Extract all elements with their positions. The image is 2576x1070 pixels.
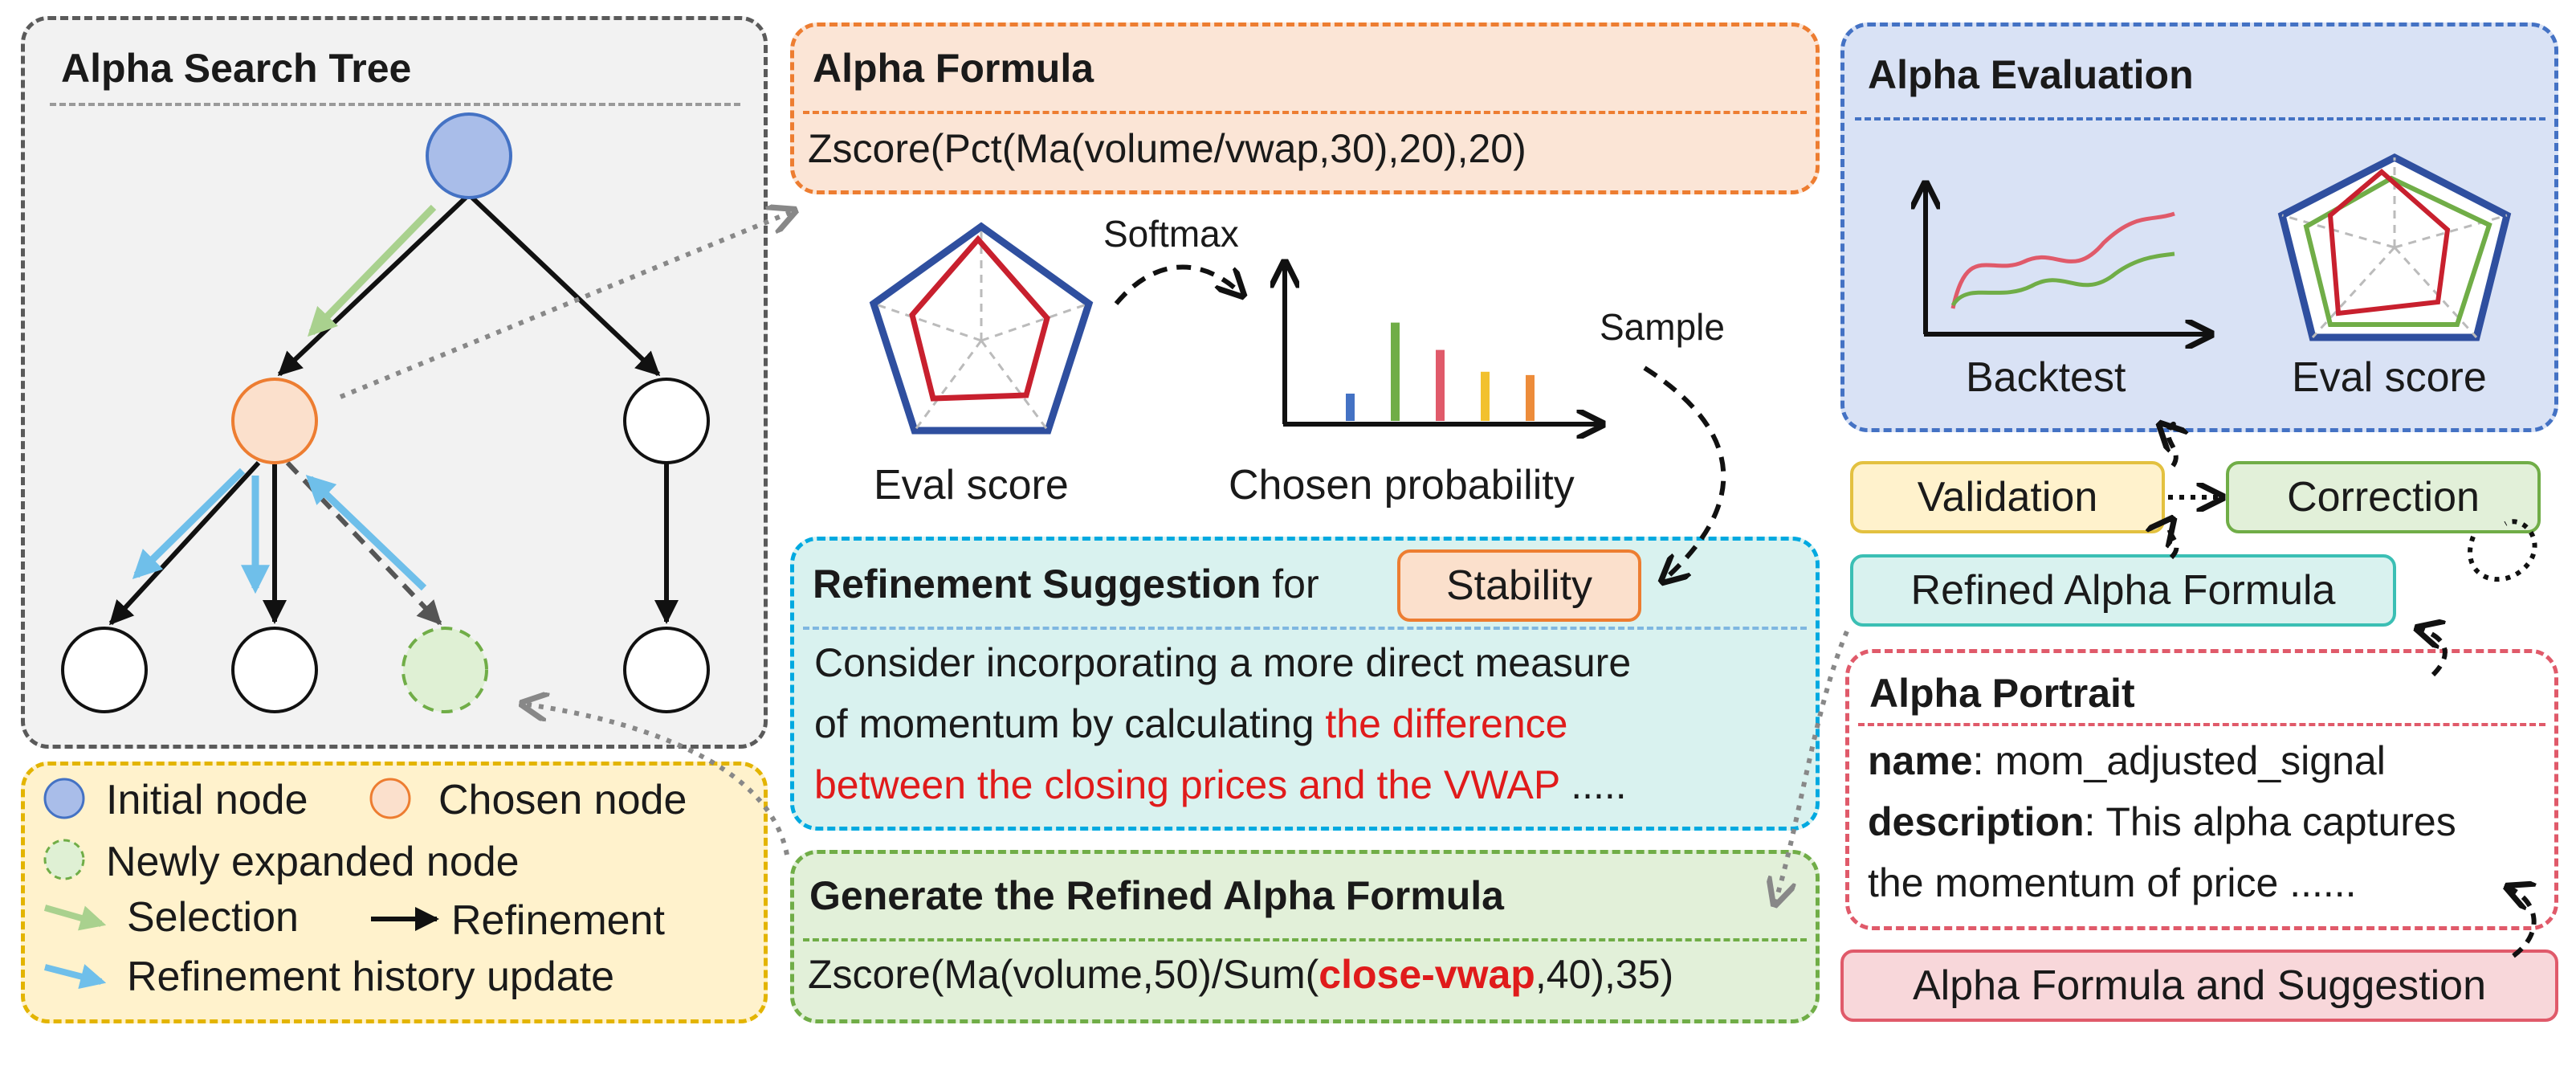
refined-formula-highlight: close-vwap — [1319, 952, 1535, 997]
tree-node-leaf-1 — [61, 627, 148, 713]
suggestion-highlight-a: the difference — [1325, 701, 1568, 746]
portrait-desc-line-2: the momentum of price ...... — [1868, 860, 2357, 905]
portrait-title: Alpha Portrait — [1869, 671, 2135, 716]
radar-score-polygon — [909, 235, 1050, 402]
legend-chosen-icon — [369, 778, 411, 819]
legend-refinement-label: Refinement — [451, 897, 665, 944]
selection-arrow — [307, 204, 437, 337]
arrow-refined-to-validation — [2170, 519, 2179, 560]
tree-title-divider — [50, 103, 740, 106]
dotted-generate-to-new-node — [522, 704, 789, 856]
backtest-green-line — [1950, 251, 2175, 307]
edge-root-to-chosen — [277, 195, 468, 377]
newly-expanded-node — [401, 627, 488, 713]
chosen-probability-label: Chosen probability — [1229, 462, 1575, 508]
softmax-label: Softmax — [1103, 213, 1239, 255]
initial-node — [426, 112, 512, 199]
legend-chosen-node-label: Chosen node — [438, 777, 687, 823]
history-arrow-up — [305, 475, 427, 591]
legend-new-node-label: Newly expanded node — [106, 839, 520, 885]
portrait-desc-row: description: This alpha captures — [1868, 798, 2456, 845]
edge-chosen-to-left — [108, 460, 261, 626]
alpha-formula-panel — [790, 22, 1820, 194]
edge-chosen-to-new — [285, 460, 442, 626]
chosen-node — [231, 378, 318, 464]
portrait-divider — [1858, 723, 2545, 726]
radar-outer-pentagon — [869, 222, 1094, 435]
suggestion-divider — [803, 627, 1807, 630]
refined-formula-a: Zscore(Ma(volume,50)/Sum( — [808, 952, 1319, 997]
portrait-desc-key: description — [1868, 799, 2085, 844]
legend-selection-label: Selection — [127, 894, 299, 941]
arrow-validation-to-evaluation — [2160, 424, 2176, 468]
eval-score-radar — [869, 222, 1094, 435]
suggestion-title: Refinement Suggestion — [813, 562, 1262, 606]
generate-divider — [803, 938, 1807, 941]
generate-formula-panel — [790, 850, 1820, 1023]
portrait-name-value: : mom_adjusted_signal — [1972, 738, 2386, 783]
radar-right-green — [2303, 175, 2492, 327]
refined-formula-c: ,40),35) — [1535, 952, 1674, 997]
alpha-search-tree-panel — [21, 16, 768, 749]
evaluation-title: Alpha Evaluation — [1868, 52, 2194, 97]
legend-selection-icon — [43, 905, 107, 931]
history-arrow-left — [132, 468, 246, 580]
arrow-portrait-to-refined — [2417, 628, 2448, 677]
refinement-suggestion-panel — [790, 537, 1820, 831]
validation-box: Validation — [1850, 461, 2165, 533]
probability-bar-1 — [1346, 394, 1355, 421]
evaluation-divider — [1855, 117, 2545, 120]
portrait-name-row: name: mom_adjusted_signal — [1868, 737, 2386, 784]
probability-bar-3 — [1436, 349, 1445, 421]
suggestion-line-2-a: of momentum by calculating — [814, 701, 1326, 746]
backtest-red-line — [1950, 211, 2175, 309]
alpha-portrait-panel — [1845, 649, 2558, 930]
refined-formula-box: Refined Alpha Formula — [1850, 554, 2396, 627]
portrait-name-key: name — [1868, 738, 1973, 783]
alpha-formula-text: Zscore(Pct(Ma(volume/vwap,30),20),20) — [808, 126, 1526, 171]
legend-history-label: Refinement history update — [127, 954, 615, 1000]
formula-and-suggestion-box: Alpha Formula and Suggestion — [1840, 950, 2558, 1022]
eval-score-radar-right — [2277, 153, 2512, 341]
legend-history-icon — [44, 964, 107, 990]
backtest-label: Backtest — [1966, 354, 2126, 401]
probability-bar-2 — [1391, 322, 1400, 421]
portrait-desc-value: : This alpha captures — [2084, 799, 2456, 844]
refined-formula-text: Zscore(Ma(volume,50)/Sum(close-vwap,40),… — [808, 951, 1673, 998]
tree-node-leaf-4 — [623, 627, 710, 713]
formula-divider — [803, 111, 1807, 114]
suggestion-highlight-b: between the closing prices and the VWAP — [814, 762, 1560, 807]
suggestion-title-row: Refinement Suggestion for — [813, 561, 1319, 607]
tree-title: Alpha Search Tree — [61, 46, 412, 91]
sample-arrow — [1643, 366, 1726, 582]
probability-bars — [1346, 322, 1535, 421]
generate-title: Generate the Refined Alpha Formula — [809, 873, 1504, 918]
tree-node-right — [623, 378, 710, 464]
arrow-suggestion-to-portrait — [2507, 887, 2534, 958]
stability-tag: Stability — [1397, 549, 1641, 622]
softmax-arrow — [1114, 264, 1243, 305]
radar-right-red — [2327, 169, 2451, 317]
tree-node-leaf-2 — [231, 627, 318, 713]
formula-title: Alpha Formula — [813, 46, 1094, 91]
legend-initial-node-label: Initial node — [106, 777, 308, 823]
suggestion-line-1: Consider incorporating a more direct mea… — [814, 640, 1632, 685]
legend-new-icon — [43, 839, 85, 880]
dotted-suggestion-to-generate — [1775, 630, 1849, 905]
edge-root-to-right — [470, 195, 661, 377]
eval-score-label: Eval score — [874, 462, 1069, 508]
dotted-chosen-to-formula — [339, 210, 795, 399]
eval-score-right-label: Eval score — [2292, 354, 2487, 401]
sample-label: Sample — [1600, 306, 1725, 348]
suggestion-line-3-b: ..... — [1559, 762, 1627, 807]
suggestion-line-2: of momentum by calculating the differenc… — [814, 700, 1567, 747]
legend-initial-icon — [43, 778, 85, 819]
probability-bar-5 — [1526, 374, 1535, 421]
correction-box: Correction — [2226, 461, 2541, 533]
suggestion-line-3: between the closing prices and the VWAP … — [814, 762, 1627, 808]
suggestion-for: for — [1272, 562, 1319, 606]
correction-loop — [2468, 519, 2537, 582]
probability-bar-4 — [1481, 371, 1490, 421]
